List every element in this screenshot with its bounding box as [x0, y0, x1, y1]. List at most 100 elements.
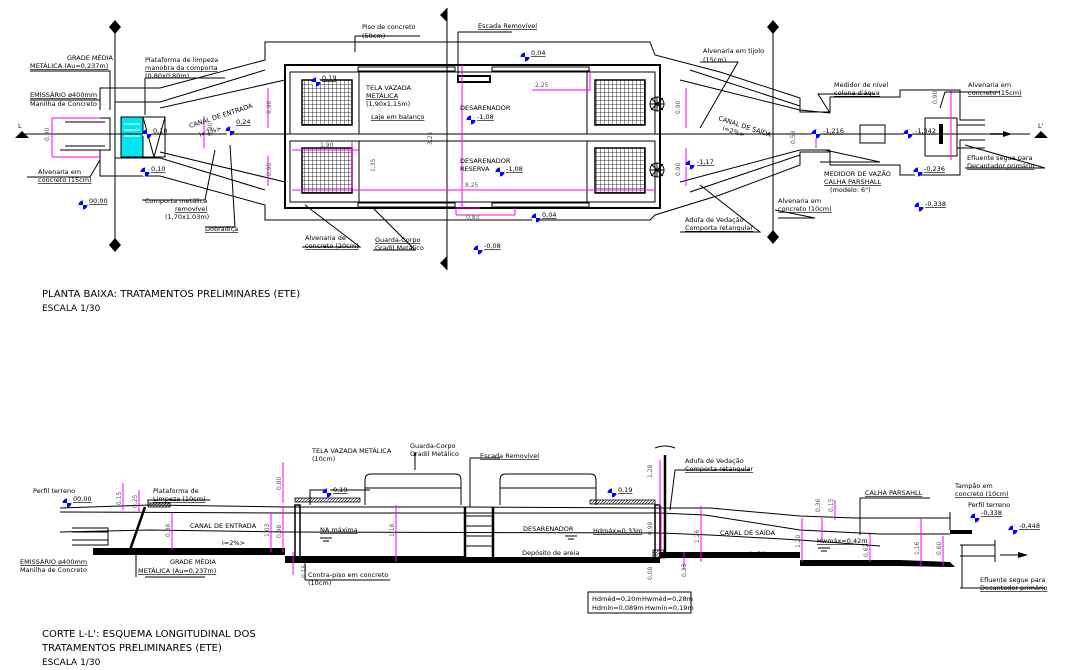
svg-text:Limpeza (10cm): Limpeza (10cm) [153, 495, 206, 503]
level-marker: 00,00 [62, 495, 92, 508]
escada-removivel [463, 507, 495, 557]
dim-text: 1,16 [914, 541, 921, 555]
svg-text:concreto (10cm): concreto (10cm) [778, 205, 832, 213]
svg-text:Manilha de Concreto: Manilha de Concreto [30, 100, 97, 108]
label-na-maxima: NA máxima [320, 526, 358, 534]
dim-text: 8,25 [465, 182, 479, 189]
section-mark-right: L' [1038, 122, 1044, 130]
dim-text: 1,26 [694, 529, 701, 543]
label-comporta: Comporta metálica [145, 197, 207, 205]
dim-text: 0,36 [815, 498, 822, 512]
dim-text: 0,90 [266, 162, 273, 176]
svg-text:METÁLICA (Au=0,237m): METÁLICA (Au=0,237m) [30, 61, 108, 70]
svg-text:00,00: 00,00 [89, 197, 108, 205]
plataforma-limpeza-section [147, 502, 171, 508]
level-marker: -0,338 [914, 200, 946, 212]
svg-text:-0,08: -0,08 [484, 242, 501, 250]
grade-media-section [128, 506, 147, 551]
level-marker: 0,19 [322, 486, 347, 498]
tampao-concreto [950, 530, 972, 534]
hydraulics-value: Hdméd=0,20m [592, 595, 642, 603]
plan-title: PLANTA BAIXA: TRATAMENTOS PRELIMINARES (… [42, 289, 300, 300]
label-grade-media: GRADE MÉDIA [67, 53, 114, 62]
dim-text: 0,60 [936, 541, 943, 555]
svg-text:(1,70x1,03m): (1,70x1,03m) [165, 213, 209, 221]
dim-text: 2,25 [535, 82, 549, 89]
section-mark-right-icon [1034, 131, 1048, 138]
dim-text: 0,98 [276, 524, 283, 538]
svg-text:(modelo: 6"): (modelo: 6") [830, 186, 871, 194]
level-marker: 0,04 [520, 49, 545, 62]
level-marker: -0,08 [473, 242, 501, 255]
dim-text: 0,15 [116, 491, 123, 505]
guarda-corpo-left [364, 473, 462, 505]
section-title-line1: CORTE L-L': ESQUEMA LONGITUDINAL DOS [42, 629, 256, 640]
dim-text: 1,90 [320, 142, 334, 149]
svg-text:concreto (15cm): concreto (15cm) [968, 89, 1022, 97]
svg-text:-1,216: -1,216 [823, 127, 844, 135]
level-marker: -1,342 [903, 127, 936, 139]
dim-text: 0,90 [675, 162, 682, 176]
svg-text:-0,448: -0,448 [1019, 522, 1040, 530]
bottom-slab [93, 548, 955, 567]
grate-screen-top-right [594, 79, 646, 126]
dim-text: 0,98 [647, 521, 654, 535]
label-medidor-nivel: Medidor de nível [834, 81, 888, 89]
water-level-icon [320, 537, 332, 542]
svg-text:concreto (15cm): concreto (15cm) [38, 176, 92, 184]
label-canal-saida-section: CANAL DE SAÍDA [720, 528, 776, 537]
svg-text:(10cm): (10cm) [308, 579, 331, 587]
level-marker: 0,19 [311, 74, 336, 87]
level-marker: 0,10 [140, 165, 165, 177]
level-marker: 0,04 [531, 211, 556, 223]
level-marker: -1,216 [811, 127, 844, 139]
label-desarenador-reserva: DESARENADOR [460, 157, 511, 165]
level-marker: -1,08 [466, 113, 494, 125]
label-perfil-terreno-right: Perfil terreno [968, 501, 1010, 509]
hydraulics-table [587, 591, 692, 614]
dim-text: 0,90 [932, 90, 939, 104]
dim-text: 0,08 [647, 566, 654, 580]
svg-text:-0,338: -0,338 [925, 200, 946, 208]
svg-text:0,04: 0,04 [542, 211, 556, 219]
svg-text:concreto (20cm): concreto (20cm) [305, 242, 359, 250]
svg-text:RESERVA: RESERVA [460, 165, 490, 173]
svg-text:Manilha de Concreto: Manilha de Concreto [20, 566, 87, 574]
dim-text: 3,25 [427, 131, 434, 145]
dim-text: 1,20 [795, 534, 802, 548]
svg-text:CALHA PARSHALL: CALHA PARSHALL [824, 178, 882, 186]
svg-text:0,19: 0,19 [333, 486, 347, 494]
dim-text: 0,90 [266, 100, 273, 114]
svg-text:removível: removível [175, 205, 207, 213]
hydraulics-value: Hdmín=0,089m [592, 604, 644, 612]
removable-ladder [457, 75, 491, 83]
label-emissario-section: EMISSÁRIO ø400mm [20, 557, 87, 566]
level-marker: 0,24 [225, 118, 250, 136]
label-adufa: Adufa de Vedação [685, 216, 744, 224]
svg-text:coluna d'água: coluna d'água [834, 89, 880, 97]
label-escada-section: Escada Removível [480, 452, 539, 460]
level-marker: -1,08 [495, 165, 523, 177]
label-plataforma-section: Plataforma de [153, 487, 199, 495]
label-efluente: Efluente segue para [967, 154, 1033, 162]
label-alvenaria-concreto-right: Alvenaria em [968, 81, 1011, 89]
label-contrapiso: Contra-piso em concreto [308, 571, 388, 579]
grate-screen-top-left [301, 79, 353, 126]
label-desarenador: DESARENADOR [460, 104, 511, 112]
plan-scale: ESCALA 1/30 [42, 304, 101, 314]
svg-text:(1,90x1,15m): (1,90x1,15m) [366, 100, 410, 108]
dim-text: 0,62 [863, 543, 870, 557]
label-canal-entrada-section: CANAL DE ENTRADA [190, 522, 257, 530]
level-marker: 0,19 [607, 486, 632, 498]
section-title-line2: TRATAMENTOS PRELIMINARES (ETE) [41, 643, 222, 654]
label-emissario: EMISSÁRIO ø400mm [30, 90, 97, 99]
section-view: Perfil terreno Plataforma de Limpeza (10… [20, 442, 1047, 668]
svg-text:concreto (10cm): concreto (10cm) [955, 490, 1009, 498]
svg-text:Comporta retangular: Comporta retangular [685, 224, 753, 232]
svg-text:METÁLICA (Au=0,237m): METÁLICA (Au=0,237m) [138, 566, 216, 575]
guarda-corpo-right [499, 473, 597, 505]
guard-rail [357, 66, 456, 72]
svg-text:METÁLICA: METÁLICA [366, 91, 399, 100]
